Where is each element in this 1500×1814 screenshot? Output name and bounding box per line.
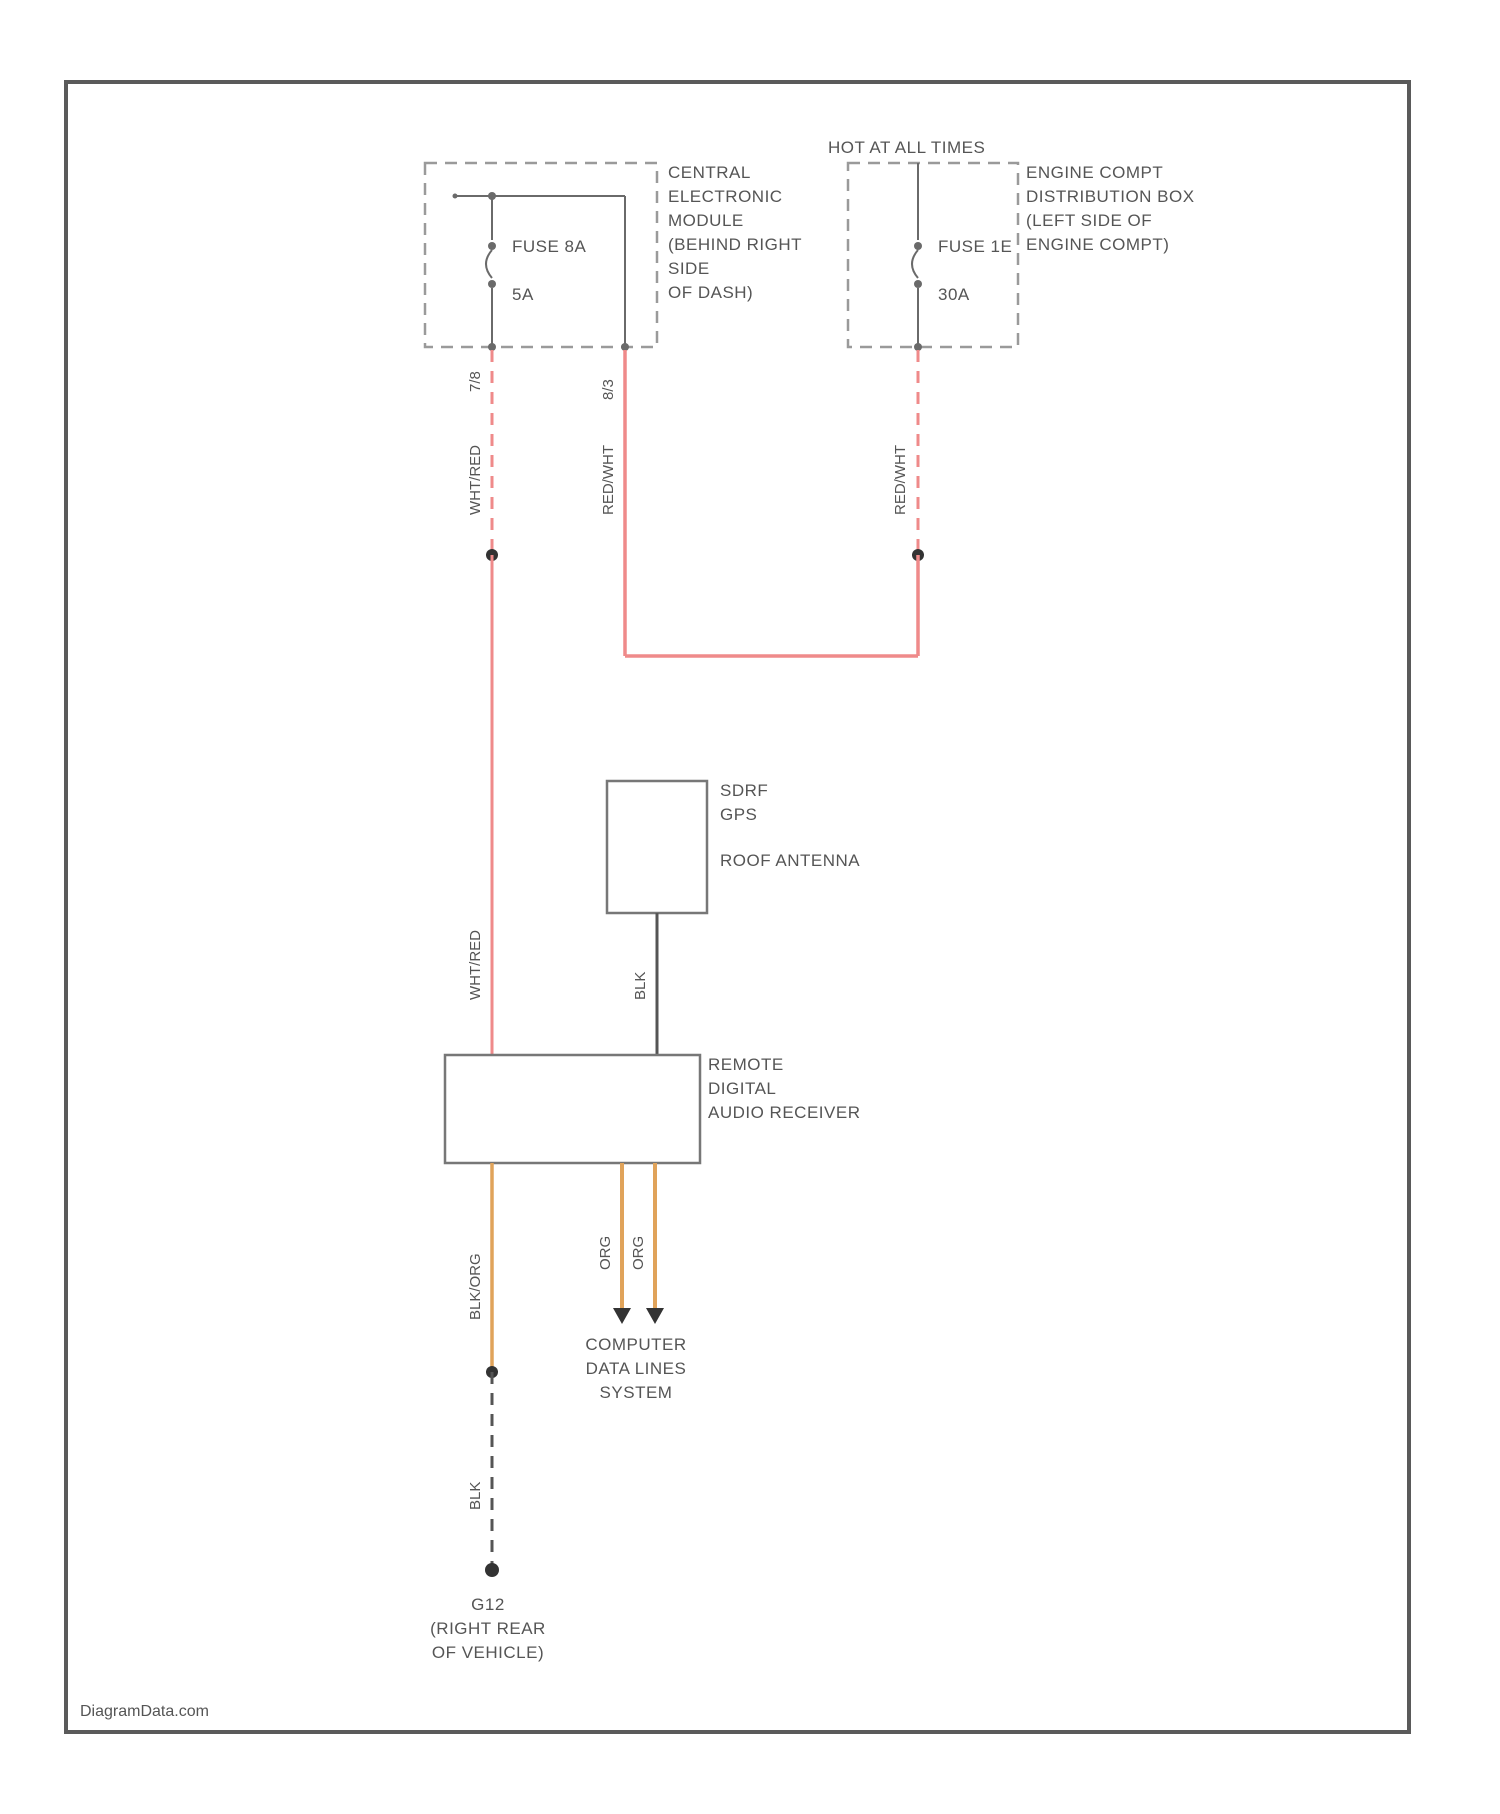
antenna-label-line-1: SDRF — [720, 781, 768, 800]
receiver-box — [445, 1055, 700, 1163]
antenna-label-line-2: GPS — [720, 805, 757, 824]
cem-label-line-6: OF DASH) — [668, 283, 753, 302]
wht-red-lower-label: WHT/RED — [467, 930, 484, 1000]
wire-ground: BLK/ORG BLK G12 (RIGHT REAR OF VEHICLE) — [430, 1163, 546, 1662]
red-wht-right-label: RED/WHT — [892, 445, 909, 515]
ground-g12-point — [485, 1563, 499, 1577]
engine-box-label-line-2: DISTRIBUTION BOX — [1026, 187, 1195, 206]
wire-blk-antenna: BLK — [632, 913, 657, 1055]
fuse-1e-label: FUSE 1E — [938, 237, 1012, 256]
blk-antenna-label: BLK — [632, 972, 649, 1000]
cem-label-line-3: MODULE — [668, 211, 744, 230]
wire-red-wht: 8/3 RED/WHT RED/WHT — [600, 350, 924, 656]
wire-wht-red: 7/8 WHT/RED WHT/RED — [467, 350, 498, 1055]
wht-red-upper-label: WHT/RED — [467, 445, 484, 515]
cem-label-line-5: SIDE — [668, 259, 710, 278]
red-wht-left-label: RED/WHT — [600, 445, 617, 515]
fuse-1e-rating: 30A — [938, 285, 970, 304]
engine-box-label-line-4: ENGINE COMPT) — [1026, 235, 1169, 254]
cem-label-line-2: ELECTRONIC — [668, 187, 783, 206]
ground-label-line-1: G12 — [471, 1595, 505, 1614]
roof-antenna: SDRF GPS ROOF ANTENNA — [607, 781, 860, 913]
engine-box-label-line-1: ENGINE COMPT — [1026, 163, 1163, 182]
fuse-8a-symbol — [486, 242, 496, 347]
diagram-frame — [66, 82, 1409, 1732]
data-lines-label-line-2: DATA LINES — [586, 1359, 687, 1378]
central-electronic-module: FUSE 8A 5A CENTRAL ELECTRONIC MODULE (BE… — [425, 163, 802, 351]
remote-digital-audio-receiver: REMOTE DIGITAL AUDIO RECEIVER — [445, 1055, 860, 1163]
receiver-label-line-3: AUDIO RECEIVER — [708, 1103, 860, 1122]
data-lines-label-line-3: SYSTEM — [600, 1383, 673, 1402]
receiver-label-line-1: REMOTE — [708, 1055, 784, 1074]
fuse-8a-label: FUSE 8A — [512, 237, 587, 256]
blk-org-label: BLK/ORG — [467, 1253, 484, 1320]
cem-label-line-4: (BEHIND RIGHT — [668, 235, 802, 254]
wire-data-lines: ORG ORG COMPUTER DATA LINES SYSTEM — [585, 1163, 686, 1402]
cem-label-line-1: CENTRAL — [668, 163, 751, 182]
ground-label-line-3: OF VEHICLE) — [432, 1643, 544, 1662]
data-lines-label-line-1: COMPUTER — [585, 1335, 686, 1354]
antenna-box — [607, 781, 707, 913]
cem-right-pin-label: 8/3 — [600, 379, 617, 400]
engine-distribution-box: HOT AT ALL TIMES FUSE 1E 30A ENGINE COMP… — [828, 138, 1195, 351]
engine-box-label-line-3: (LEFT SIDE OF — [1026, 211, 1152, 230]
hot-at-all-times-label: HOT AT ALL TIMES — [828, 138, 985, 157]
ground-label-line-2: (RIGHT REAR — [430, 1619, 546, 1638]
org-wire-2-label: ORG — [630, 1236, 647, 1270]
fuse-8a-rating: 5A — [512, 285, 534, 304]
org-wire-1-label: ORG — [597, 1236, 614, 1270]
antenna-label-line-3: ROOF ANTENNA — [720, 851, 860, 870]
watermark: DiagramData.com — [80, 1703, 209, 1720]
cem-left-pin-label: 7/8 — [467, 371, 484, 392]
blk-ground-label: BLK — [467, 1482, 484, 1510]
receiver-label-line-2: DIGITAL — [708, 1079, 776, 1098]
fuse-1e-symbol — [912, 242, 922, 347]
